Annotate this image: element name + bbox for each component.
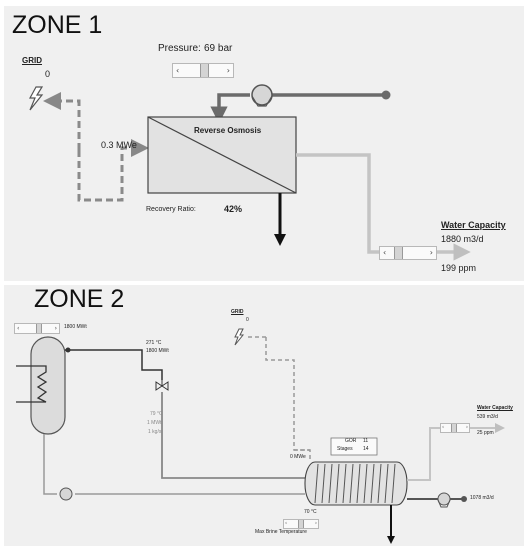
salinity-value: 25 ppm: [477, 430, 494, 436]
extract-flow: 1 kg/s: [148, 429, 162, 435]
slider-thumb[interactable]: [200, 64, 209, 77]
steam-pipe: [65, 349, 163, 380]
feed-flow: 1078 m3/d: [470, 495, 494, 501]
lightning-bolt-icon: [234, 328, 245, 346]
slider-thumb[interactable]: [394, 247, 403, 259]
power-value: 0.3 MWe: [101, 140, 137, 150]
chevron-right-icon[interactable]: ›: [466, 424, 468, 431]
power-line: [77, 139, 149, 202]
pressure-value: 69 bar: [204, 43, 233, 54]
permeate-pipe: [296, 153, 471, 261]
brine-temp-slider[interactable]: ‹ ›: [283, 519, 319, 529]
water-capacity-label: Water Capacity: [477, 405, 513, 411]
salinity-value: 199 ppm: [441, 263, 477, 273]
pressure-slider[interactable]: ‹ ›: [172, 63, 234, 78]
brine-temp: 70 °C: [304, 509, 317, 515]
grid-value: 0: [45, 69, 51, 79]
power-value: 0 MWe: [290, 454, 306, 460]
recovery-value: 42%: [224, 204, 243, 214]
capacity-slider[interactable]: ‹ ›: [440, 423, 470, 433]
thermal-power-value: 1800 MWt: [64, 324, 87, 330]
pressure-label: Pressure:: [158, 43, 201, 54]
pipe-end-dot: [65, 347, 71, 353]
extract-temp: 79 °C: [150, 411, 163, 417]
power-line: [294, 449, 311, 462]
zone2-title: ZONE 2: [34, 285, 125, 313]
steam-temp: 271 °C: [146, 340, 162, 346]
med-evaporator: [304, 461, 408, 506]
pump-icon: [59, 487, 73, 501]
pipe-end-dot: [381, 90, 391, 100]
pump-icon: [251, 84, 273, 107]
extract-power: 1 MWt: [147, 420, 162, 426]
valve-icon: [155, 378, 169, 391]
gor-box: [330, 437, 378, 456]
steam-power: 1800 MWt: [146, 348, 169, 354]
chevron-right-icon[interactable]: ›: [54, 324, 57, 332]
water-capacity-value: 539 m3/d: [477, 414, 498, 420]
chevron-right-icon[interactable]: ›: [429, 248, 433, 257]
zone1-title: ZONE 1: [12, 11, 103, 39]
grid-label: GRID: [231, 309, 244, 315]
water-capacity-label: Water Capacity: [441, 220, 506, 230]
slider-thumb[interactable]: [451, 424, 457, 432]
steam-pipe: [161, 392, 305, 479]
stages-label: Stages: [337, 446, 353, 452]
feed-pipe: [210, 93, 250, 124]
lightning-bolt-icon: [28, 86, 44, 111]
reactor-vessel: [16, 336, 66, 435]
chevron-left-icon[interactable]: ‹: [383, 248, 387, 257]
return-pipe: [43, 434, 57, 495]
brine-temp-label: Max Brine Temperature: [255, 529, 307, 535]
pipe-end-dot: [461, 496, 467, 502]
recovery-label: Recovery Ratio:: [146, 206, 196, 213]
ro-label: Reverse Osmosis: [194, 126, 262, 135]
chevron-left-icon[interactable]: ‹: [285, 520, 287, 527]
slider-thumb[interactable]: [36, 324, 42, 333]
gor-value: 11: [363, 438, 369, 444]
chevron-right-icon[interactable]: ›: [226, 65, 230, 75]
stages-value: 14: [363, 446, 369, 452]
chevron-left-icon[interactable]: ‹: [442, 424, 444, 431]
slider-thumb[interactable]: [298, 520, 304, 528]
grid-value: 0: [246, 317, 249, 323]
gor-label: GOR: [345, 438, 357, 444]
zone2-panel: [4, 285, 524, 546]
chevron-right-icon[interactable]: ›: [315, 520, 317, 527]
pump-icon: [437, 492, 451, 508]
water-capacity-value: 1880 m3/d: [441, 234, 484, 244]
product-pipe: [407, 427, 440, 481]
chevron-left-icon[interactable]: ‹: [176, 65, 180, 75]
thermal-power-slider[interactable]: ‹ ›: [14, 323, 60, 334]
chevron-left-icon[interactable]: ‹: [17, 324, 20, 332]
power-line: [43, 92, 81, 150]
power-line: [265, 337, 310, 451]
grid-label: GRID: [22, 56, 42, 65]
capacity-slider[interactable]: ‹ ›: [379, 246, 437, 260]
